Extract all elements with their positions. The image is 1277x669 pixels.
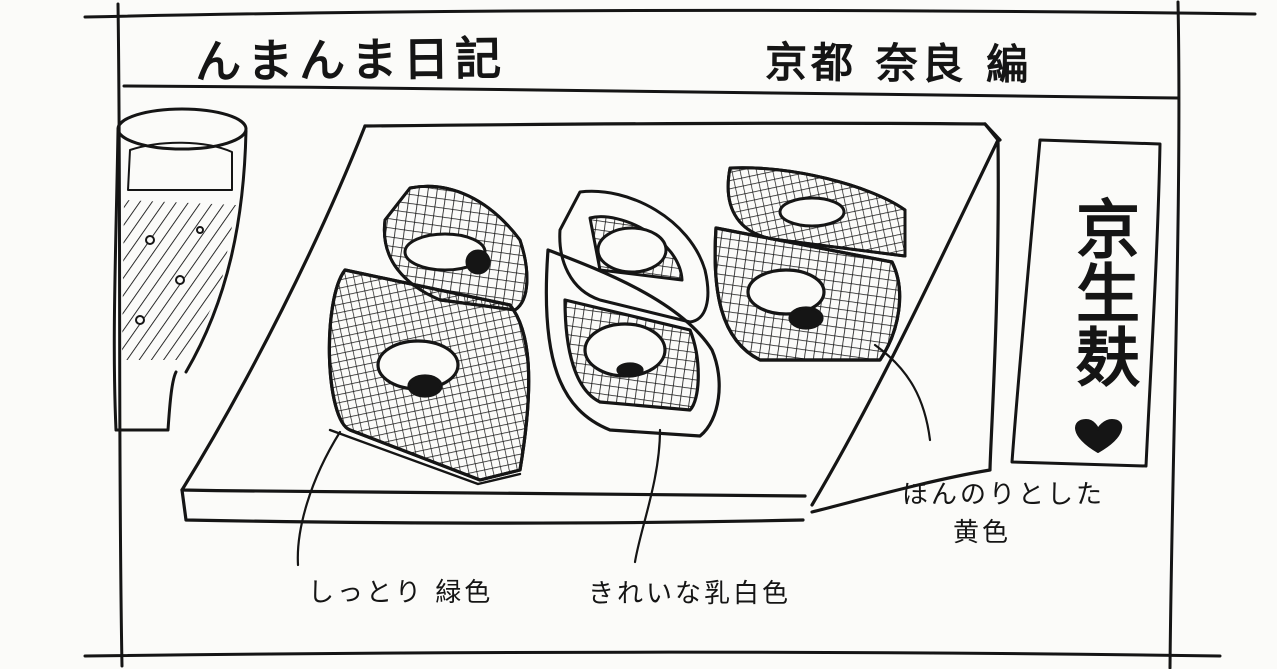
label-card-text: 京生麸 — [1065, 196, 1139, 388]
label-card-frame — [1010, 138, 1162, 468]
fu-piece-green-front — [327, 268, 531, 486]
fu-piece-green-back — [382, 184, 529, 312]
serving-tray — [180, 121, 1002, 525]
fu-piece-yellow-front — [713, 226, 902, 362]
annotation-green: しっとり 緑色 — [308, 578, 494, 608]
page-frame — [83, 0, 1257, 669]
annotation-leaders — [296, 343, 932, 567]
heart-icon — [1075, 419, 1123, 453]
diary-title: んまんま日記 — [194, 31, 508, 89]
fu-piece-white-front — [544, 248, 721, 438]
annotation-yellow-line1: ほんのりとした — [902, 480, 1106, 510]
annotation-yellow-line2: 黄色 — [953, 518, 1012, 548]
fu-piece-yellow-back — [726, 166, 907, 258]
tea-glass — [112, 107, 248, 432]
series-title: 京都 奈良 編 — [764, 37, 1033, 90]
annotation-milky-white: きれいな乳白色 — [588, 579, 792, 609]
fu-piece-white-back — [558, 189, 710, 324]
